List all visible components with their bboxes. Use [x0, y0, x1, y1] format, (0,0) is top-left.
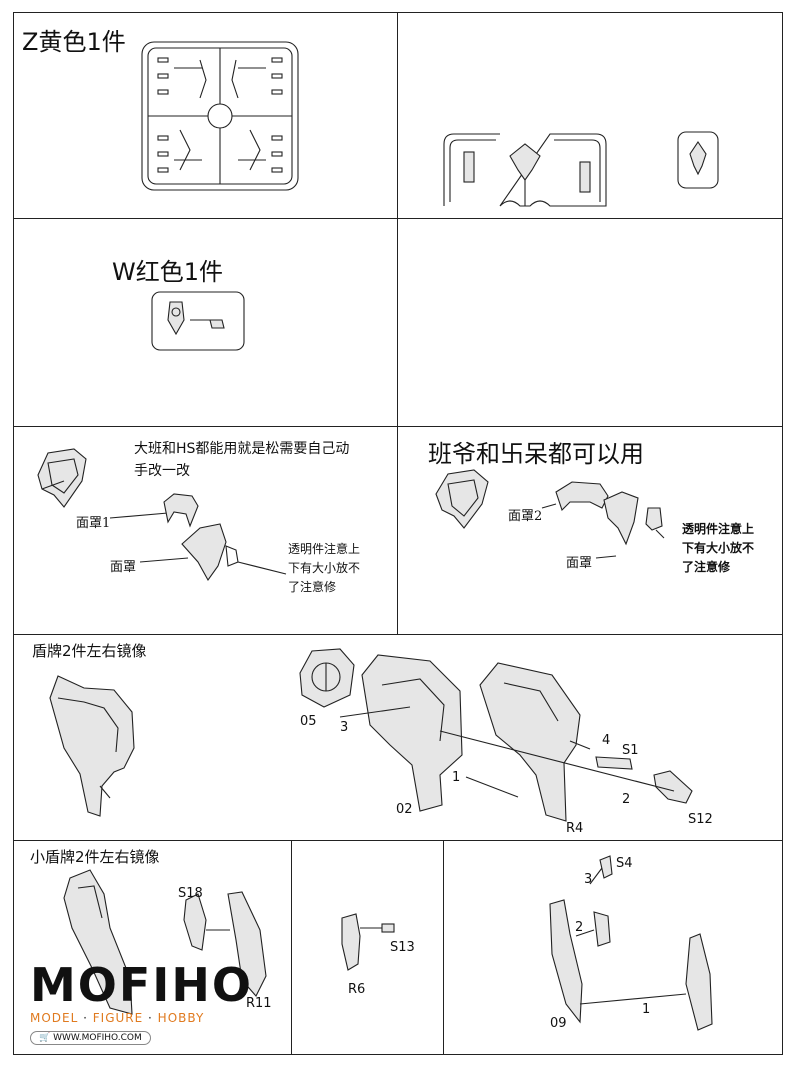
small-shield-exploded: [549, 855, 713, 1031]
face-left-note: 大班和HS都能用就是松需要自己动手改一改: [134, 441, 350, 479]
z-runner-head-part: [443, 133, 607, 207]
face-left-leader-1: [109, 512, 169, 519]
face-left-assembled: [37, 448, 87, 508]
face-right-clear-part: [595, 507, 665, 559]
z-runner-small-part: [677, 131, 719, 189]
shield-label-2: 2: [622, 792, 631, 807]
face-left-part2: [181, 523, 287, 582]
shield-label-05: 05: [300, 714, 317, 729]
shield-label-R4: R4: [566, 821, 584, 836]
face-left-leader-2: [139, 557, 189, 563]
face-right-assembled: [435, 469, 489, 529]
grid-divider: [291, 840, 292, 1055]
small-shield-s13-parts: [341, 913, 395, 971]
face-right-label-face2: 面罩2: [508, 509, 543, 524]
logo-url: 🛒 WWW.MOFIHO.COM: [30, 1031, 151, 1045]
face-left-part1: [163, 493, 199, 528]
shield-label-1: 1: [452, 770, 461, 785]
small-shield-parts: [183, 891, 267, 997]
small-shield-label-R6: R6: [348, 982, 366, 997]
face-left-clear-note: 透明件注意上下有大小放不了注意修: [288, 542, 361, 594]
grid-divider: [13, 840, 783, 841]
grid-divider: [397, 12, 398, 634]
small-shield-assembled: [63, 869, 133, 1015]
z-runner-diagram: [141, 41, 299, 191]
small-shield-label-1: 1: [642, 1002, 651, 1017]
grid-divider: [443, 840, 444, 1055]
grid-divider: [13, 634, 783, 635]
logo-tagline-figure: FIGURE: [92, 1011, 144, 1025]
face-right-label-face: 面罩: [566, 556, 593, 571]
grid-divider: [13, 218, 783, 219]
small-shield-label-2: 2: [575, 920, 584, 935]
grid-divider: [13, 426, 783, 427]
shield-label-02: 02: [396, 802, 413, 817]
face-right-note: 班爷和卐呆都可以用: [428, 440, 644, 468]
small-shield-label-3: 3: [584, 872, 593, 887]
face-right-clear-note: 透明件注意上下有大小放不了注意修: [682, 522, 755, 574]
shield-label-S1: S1: [622, 743, 639, 758]
shield-title: 盾牌2件左右镜像: [32, 642, 147, 660]
face-left-label-face: 面罩: [110, 560, 137, 575]
z-runner-title: Z黄色1件: [22, 28, 126, 56]
shield-label-S12: S12: [688, 812, 713, 827]
face-right-part1: [541, 481, 639, 546]
logo-tagline-hobby: HOBBY: [157, 1011, 205, 1025]
logo-tagline: MODEL · FIGURE · HOBBY: [30, 1011, 205, 1025]
logo-url-text: WWW.MOFIHO.COM: [53, 1033, 142, 1043]
logo-tagline-model: MODEL: [30, 1011, 79, 1025]
shield-exploded-diagram: [299, 648, 693, 822]
shield-label-4: 4: [602, 733, 611, 748]
w-runner-diagram: [151, 291, 245, 351]
small-shield-title: 小盾牌2件左右镜像: [30, 848, 160, 866]
small-shield-label-S13: S13: [390, 940, 415, 955]
small-shield-label-S18: S18: [178, 886, 203, 901]
shield-assembled: [49, 675, 135, 817]
logo-brand: MOFIHO: [30, 958, 254, 1012]
small-shield-label-S4: S4: [616, 856, 633, 871]
mofiho-logo: MOFIHO MODEL · FIGURE · HOBBY 🛒 WWW.MOFI…: [30, 958, 254, 1045]
shield-label-3: 3: [340, 720, 349, 735]
page-frame: [13, 12, 783, 1055]
small-shield-label-09: 09: [550, 1016, 567, 1031]
face-left-label-face1: 面罩1: [76, 516, 111, 531]
small-shield-label-R11: R11: [246, 996, 272, 1011]
w-runner-title: W红色1件: [112, 258, 223, 286]
